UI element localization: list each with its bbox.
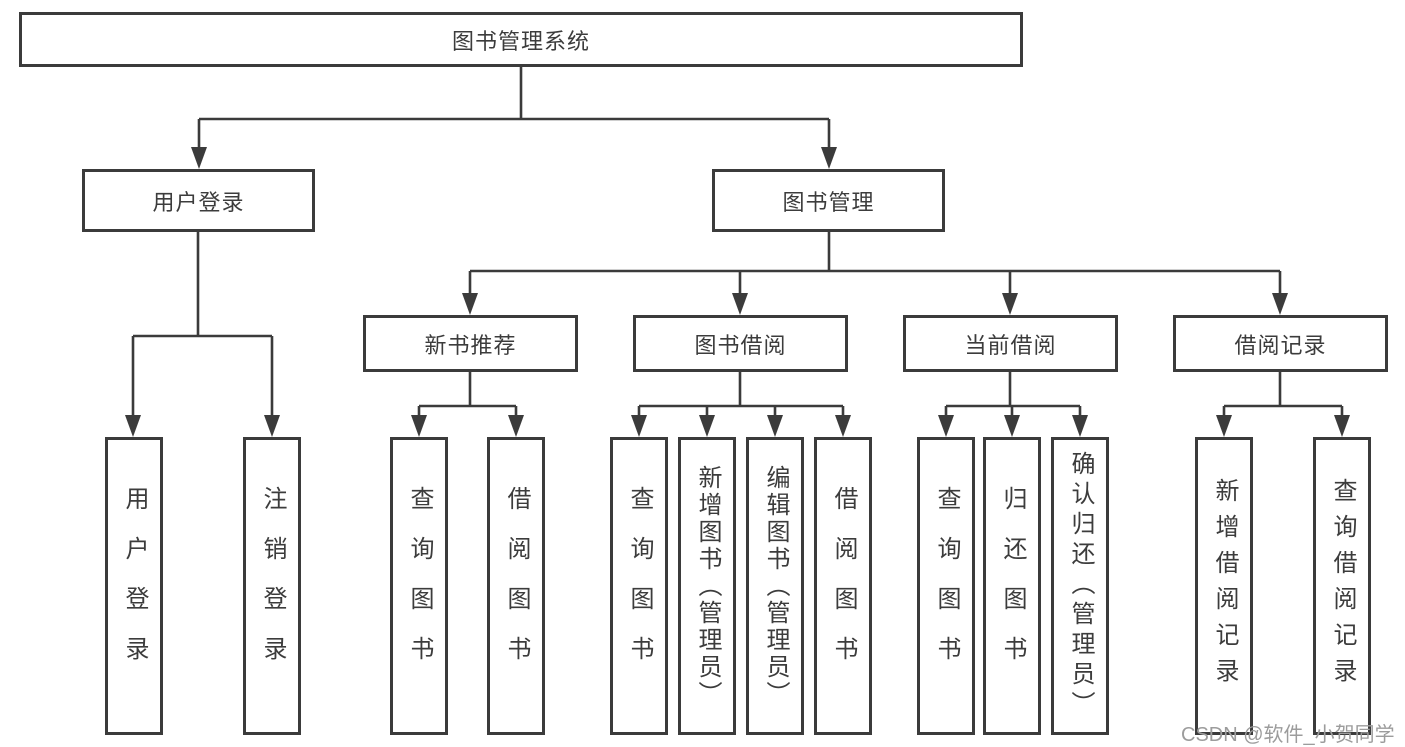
watermark: CSDN @软件_小贺同学 bbox=[1181, 724, 1395, 746]
node-label: 查询借阅记录 bbox=[1329, 478, 1356, 694]
node-label: 图书管理系统 bbox=[451, 28, 590, 54]
node-book-borrowing: 图书借阅 bbox=[633, 315, 848, 372]
leaf-edit-books-admin: 编辑图书（管理员） bbox=[746, 437, 804, 735]
node-current-borrowing: 当前借阅 bbox=[903, 315, 1118, 372]
node-label: 当前借阅 bbox=[964, 332, 1057, 358]
node-label: 编辑图书（管理员） bbox=[762, 464, 789, 708]
leaf-query-borrow-record: 查询借阅记录 bbox=[1313, 437, 1371, 735]
node-label: 查询图书 bbox=[933, 486, 960, 686]
leaf-query-books-current: 查询图书 bbox=[917, 437, 975, 735]
leaf-confirm-return-admin: 确认归还（管理员） bbox=[1051, 437, 1109, 735]
node-book-management: 图书管理 bbox=[712, 169, 945, 232]
node-user-login: 用户登录 bbox=[82, 169, 315, 232]
leaf-logout-login: 注销登录 bbox=[243, 437, 301, 735]
leaf-add-borrow-record: 新增借阅记录 bbox=[1195, 437, 1253, 735]
leaf-query-books-recommend: 查询图书 bbox=[390, 437, 448, 735]
node-label: 借阅记录 bbox=[1234, 332, 1327, 358]
leaf-borrow-books-recommend: 借阅图书 bbox=[487, 437, 545, 735]
node-borrowing-records: 借阅记录 bbox=[1173, 315, 1388, 372]
node-label: 注销登录 bbox=[259, 486, 286, 686]
node-label: 新增图书（管理员） bbox=[694, 464, 721, 708]
node-new-book-recommendation: 新书推荐 bbox=[363, 315, 578, 372]
node-label: 确认归还（管理员） bbox=[1067, 451, 1094, 721]
leaf-add-books-admin: 新增图书（管理员） bbox=[678, 437, 736, 735]
node-label: 新书推荐 bbox=[424, 332, 517, 358]
node-label: 借阅图书 bbox=[503, 486, 530, 686]
node-label: 用户登录 bbox=[121, 486, 148, 686]
leaf-user-login: 用户登录 bbox=[105, 437, 163, 735]
node-label: 图书借阅 bbox=[694, 332, 787, 358]
node-label: 查询图书 bbox=[406, 486, 433, 686]
node-library-system: 图书管理系统 bbox=[19, 12, 1023, 67]
node-label: 借阅图书 bbox=[830, 486, 857, 686]
node-label: 归还图书 bbox=[999, 486, 1026, 686]
node-label: 图书管理 bbox=[782, 189, 875, 215]
node-label: 查询图书 bbox=[626, 486, 653, 686]
leaf-return-books: 归还图书 bbox=[983, 437, 1041, 735]
leaf-borrow-books: 借阅图书 bbox=[814, 437, 872, 735]
leaf-query-books-borrow: 查询图书 bbox=[610, 437, 668, 735]
node-label: 新增借阅记录 bbox=[1211, 478, 1238, 694]
node-label: 用户登录 bbox=[152, 189, 245, 215]
